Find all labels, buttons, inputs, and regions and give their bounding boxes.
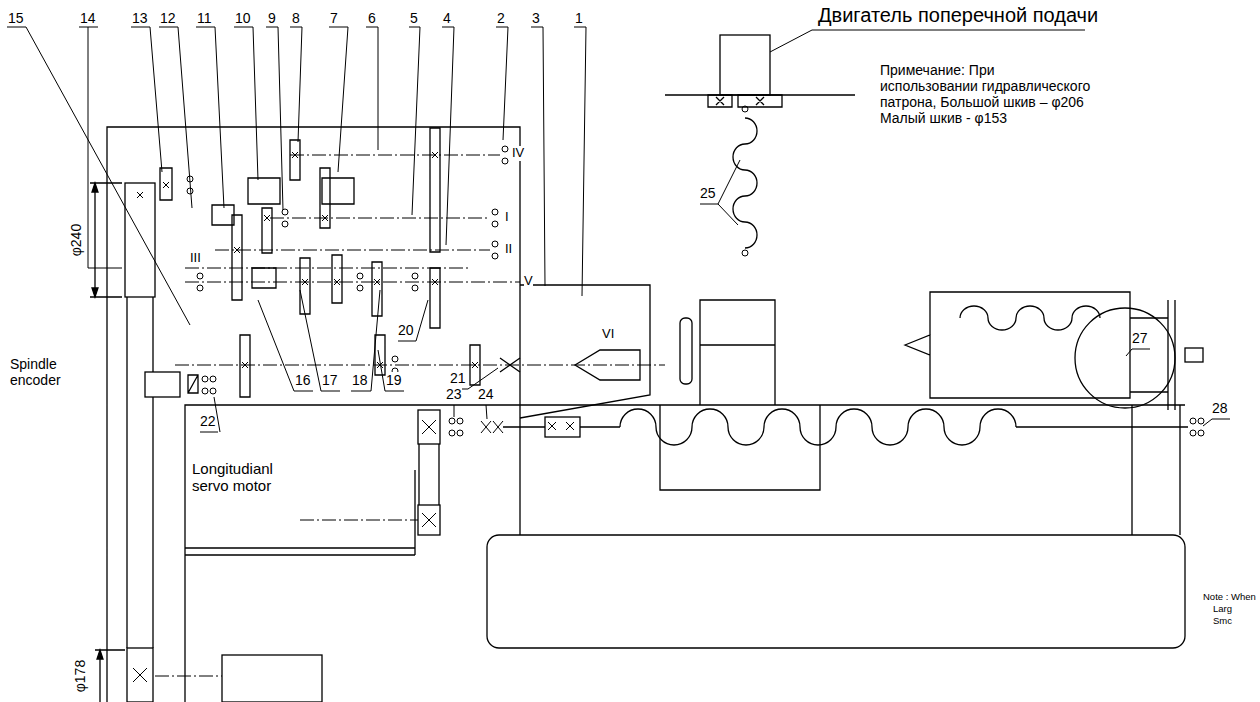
callout-number: 24 [478,386,494,402]
callout-number: 11 [197,10,212,26]
shaft-label: I [505,210,509,225]
gears [160,128,480,397]
callout-number: 1 [575,10,583,26]
coupling-box [545,417,580,437]
spindle-encoder-box [145,372,180,397]
lead-screw [503,409,1188,445]
component-label: Spindle encoder [10,356,80,388]
callout-number: 18 [352,372,368,388]
callout-number: 5 [410,10,418,26]
callout-number: 9 [268,10,276,26]
tailstock-handle [1185,348,1203,362]
motor-caption: Двигатель поперечной подачи [818,4,1098,27]
shaft-label: IV [512,146,524,161]
tailstock [905,292,1175,410]
note-text: Note : When [1203,592,1256,603]
dimension-label: φ240 [68,224,84,256]
callout-number: 8 [292,10,300,26]
dimension-lines [90,183,125,702]
shaft-label: VI [602,327,614,342]
carriage [660,300,820,490]
callout-number: 4 [443,10,451,26]
callout-number: 13 [132,10,148,26]
callout-number: 27 [1132,330,1148,346]
scheme-lines [7,27,1230,702]
callout-number: 10 [235,10,251,26]
callout-number: 7 [330,10,338,26]
shaft-label: V [524,274,533,289]
callout-number: 28 [1212,400,1228,416]
callout-number: 15 [8,10,24,26]
dimension-label: φ178 [72,660,88,692]
gear-marks [133,152,574,682]
callout-number: 22 [200,413,216,429]
callout-number: 17 [322,372,338,388]
clutches [188,178,520,393]
callout-number: 23 [446,386,462,402]
spindle-pulley [125,183,155,297]
shaft-label: II [505,242,512,257]
note-text: Smc [1213,616,1232,627]
servo-belt [419,444,439,505]
handwheel [1075,308,1175,408]
callout-number: 19 [386,372,402,388]
callout-number: 6 [368,10,376,26]
callout-number: 12 [160,10,176,26]
drive-belt [127,297,153,648]
component-label: Longitudianl servo motor [192,460,310,495]
callout-number: 16 [295,372,311,388]
main-motor [222,655,322,702]
callout-number: 20 [398,322,414,338]
machine-frame [107,95,1185,702]
callout-number: 25 [700,185,716,201]
leader-lines [7,27,1230,432]
note-text: Larg [1213,604,1232,615]
cross-feed-screw [733,118,757,248]
dimension-arrows [92,183,103,659]
callout-number: 2 [497,10,505,26]
callout-number: 3 [532,10,540,26]
callout-number: 14 [80,10,96,26]
headstock-outline [520,285,650,418]
note-text: Примечание: При использовании гидравличе… [880,62,1095,126]
cross-feed-motor [720,35,770,95]
cross-feed-gears [708,95,782,107]
machine-bed [487,535,1185,648]
shaft-axes [155,155,665,676]
chuck-jaw [680,318,692,384]
callout-number: 21 [450,370,466,386]
shaft-label: III [190,251,201,266]
tailstock-screw [960,306,1100,330]
